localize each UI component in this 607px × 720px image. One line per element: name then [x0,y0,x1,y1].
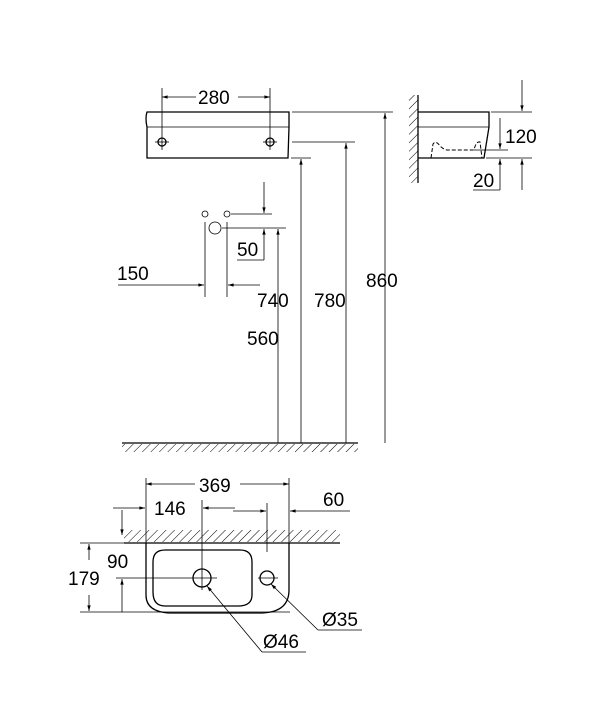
dim-120: 120 [505,127,537,148]
side-view: 120 20 [409,80,537,192]
dim-280: 280 [198,88,230,109]
front-view: 280 860 780 740 560 50 150 [117,88,398,452]
dim-drain-diameter: Ø46 [263,632,299,653]
dim-780: 780 [314,291,346,312]
dim-146: 146 [154,499,186,520]
dim-560: 560 [247,329,279,350]
top-view: 369 146 60 90 179 Ø46 Ø35 [68,476,362,653]
dim-taphole-diameter: Ø35 [322,610,358,631]
dim-50: 50 [237,240,258,261]
dim-860: 860 [366,271,398,292]
dim-20: 20 [473,171,494,192]
dim-150: 150 [117,264,149,285]
dim-740: 740 [257,291,289,312]
dim-90: 90 [107,552,128,573]
dim-369: 369 [199,476,231,497]
dim-60: 60 [323,490,344,511]
dim-179: 179 [68,569,100,590]
